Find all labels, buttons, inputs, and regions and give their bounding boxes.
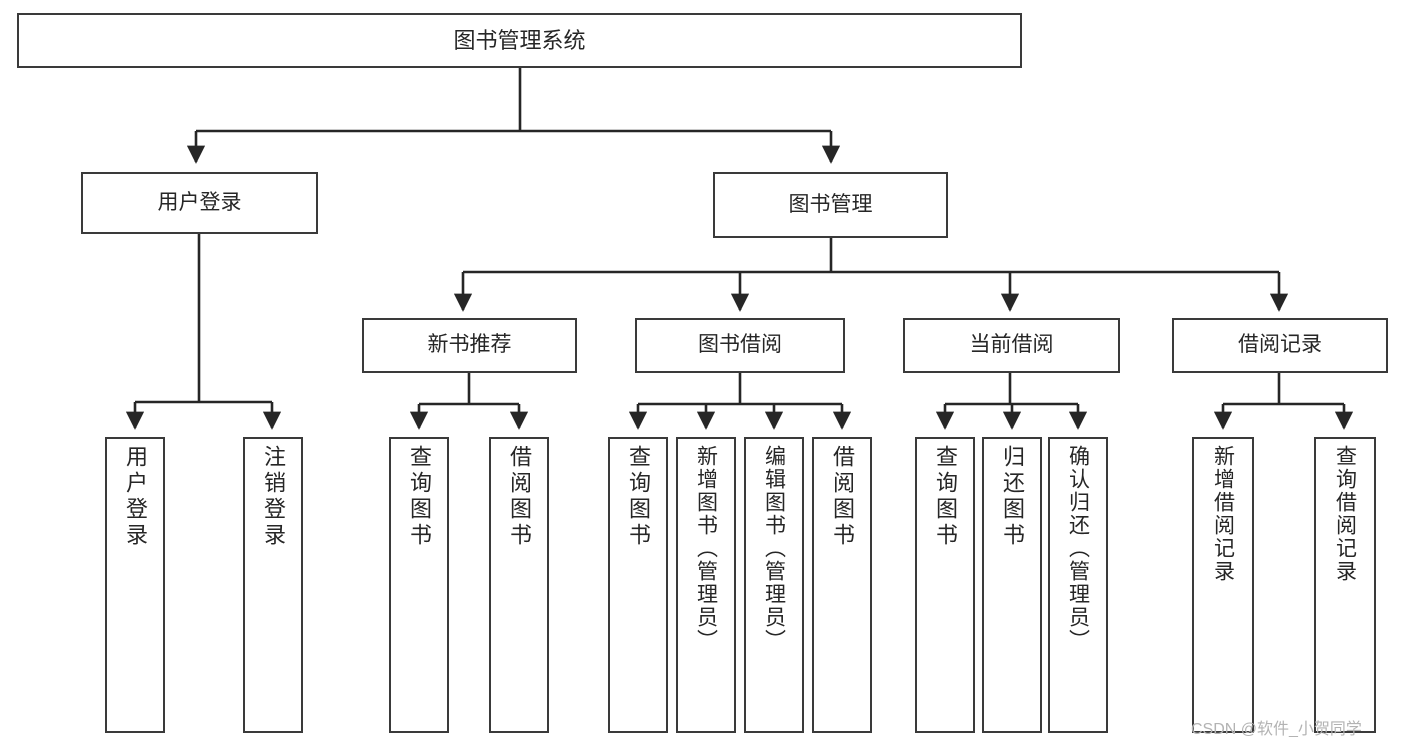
node-leaf-query-book-1[interactable]: 查询图书 — [389, 437, 449, 733]
node-leaf-user-login[interactable]: 用户登录 — [105, 437, 165, 733]
node-leaf-query-book-2-label: 查询图书 — [626, 445, 651, 549]
node-leaf-query-record[interactable]: 查询借阅记录 — [1314, 437, 1376, 733]
node-current-borrow-label: 当前借阅 — [969, 333, 1054, 357]
node-root-label: 图书管理系统 — [453, 27, 586, 53]
node-user-login-label: 用户登录 — [157, 190, 242, 214]
node-leaf-query-book-1-label: 查询图书 — [407, 445, 432, 549]
node-root[interactable]: 图书管理系统 — [17, 13, 1022, 68]
node-leaf-edit-book-label: 编辑图书（管理员） — [762, 445, 786, 652]
node-leaf-borrow-book-1[interactable]: 借阅图书 — [489, 437, 549, 733]
node-leaf-user-logout[interactable]: 注销登录 — [243, 437, 303, 733]
node-borrow-record-label: 借阅记录 — [1238, 333, 1322, 357]
node-leaf-borrow-book-1-label: 借阅图书 — [507, 445, 532, 549]
node-book-manage[interactable]: 图书管理 — [713, 172, 948, 238]
node-new-book-rec[interactable]: 新书推荐 — [362, 318, 577, 373]
node-current-borrow[interactable]: 当前借阅 — [903, 318, 1120, 373]
node-leaf-confirm-return[interactable]: 确认归还（管理员） — [1048, 437, 1108, 733]
node-leaf-confirm-return-label: 确认归还（管理员） — [1066, 445, 1090, 652]
node-leaf-query-record-label: 查询借阅记录 — [1333, 445, 1357, 583]
node-leaf-borrow-book-2[interactable]: 借阅图书 — [812, 437, 872, 733]
node-leaf-query-book-2[interactable]: 查询图书 — [608, 437, 668, 733]
node-leaf-add-book[interactable]: 新增图书（管理员） — [676, 437, 736, 733]
node-leaf-user-login-label: 用户登录 — [123, 445, 148, 549]
node-borrow-record[interactable]: 借阅记录 — [1172, 318, 1388, 373]
node-book-borrow-label: 图书借阅 — [698, 333, 782, 357]
node-leaf-add-record-label: 新增借阅记录 — [1211, 445, 1235, 583]
node-leaf-add-book-label: 新增图书（管理员） — [694, 445, 718, 652]
watermark: CSDN @软件_小贺同学 — [1191, 721, 1362, 738]
node-leaf-edit-book[interactable]: 编辑图书（管理员） — [744, 437, 804, 733]
node-leaf-borrow-book-2-label: 借阅图书 — [830, 445, 855, 549]
node-user-login[interactable]: 用户登录 — [81, 172, 318, 234]
node-new-book-rec-label: 新书推荐 — [427, 333, 512, 357]
node-book-borrow[interactable]: 图书借阅 — [635, 318, 845, 373]
node-leaf-query-book-3[interactable]: 查询图书 — [915, 437, 975, 733]
node-leaf-return-book[interactable]: 归还图书 — [982, 437, 1042, 733]
node-book-manage-label: 图书管理 — [788, 192, 873, 216]
node-leaf-add-record[interactable]: 新增借阅记录 — [1192, 437, 1254, 733]
node-leaf-return-book-label: 归还图书 — [1000, 445, 1025, 549]
node-leaf-user-logout-label: 注销登录 — [261, 445, 286, 549]
node-leaf-query-book-3-label: 查询图书 — [933, 445, 958, 549]
